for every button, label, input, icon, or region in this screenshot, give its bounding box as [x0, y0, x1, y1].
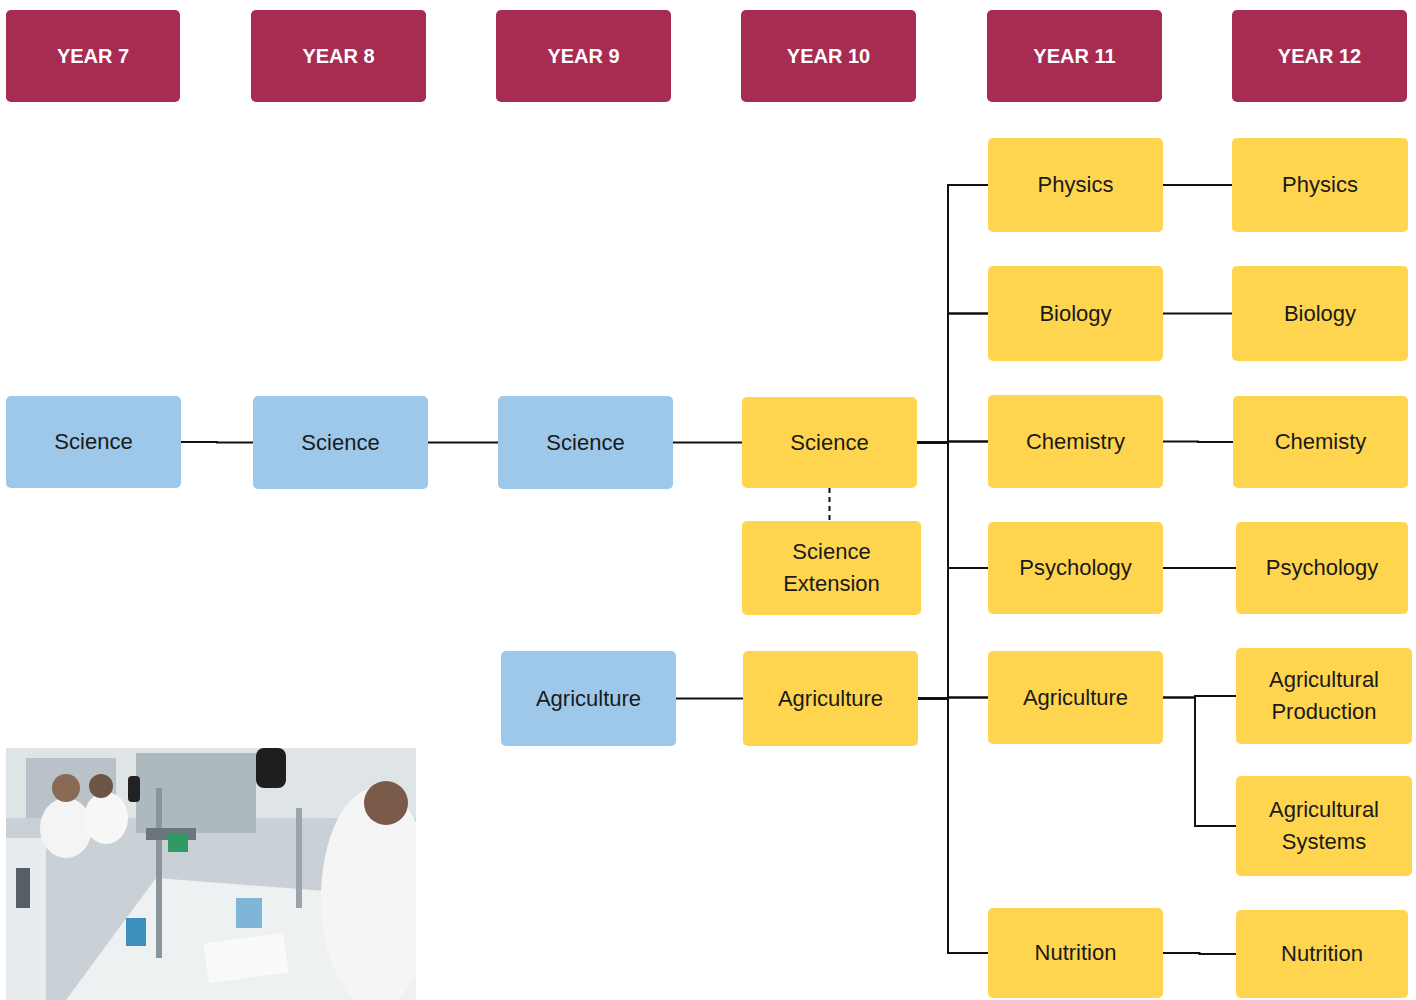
connector-line: [917, 314, 988, 443]
connector-line: [1163, 184, 1232, 186]
course-box: Biology: [1232, 266, 1408, 361]
node-text: Agriculture: [778, 683, 883, 715]
node-text: Science: [790, 427, 868, 459]
photo-person: [84, 792, 128, 844]
course-box: Science: [498, 396, 673, 489]
connector-line: [917, 443, 988, 954]
connector-line: [918, 314, 988, 699]
lab-photo: [6, 748, 416, 1000]
photo-person: [52, 774, 80, 802]
course-box: Agricultural Systems: [1236, 776, 1412, 876]
year-header: YEAR 9: [496, 10, 671, 102]
photo-beaker: [236, 898, 262, 928]
course-box: Psychology: [1236, 522, 1408, 614]
course-box: Chemistry: [988, 395, 1163, 488]
course-box: Nutrition: [1236, 910, 1408, 998]
node-text: Chemistry: [1026, 426, 1125, 458]
course-box: Chemisty: [1233, 396, 1408, 488]
node-text: YEAR 11: [1033, 42, 1115, 71]
connector-line: [1163, 953, 1236, 954]
connector-line: [918, 185, 988, 699]
photo-paper: [204, 933, 289, 984]
connector-line: [918, 442, 988, 699]
node-text: YEAR 10: [787, 42, 870, 71]
node-text: YEAR 8: [302, 42, 374, 71]
connector-line: [1163, 698, 1236, 827]
node-text: Physics: [1282, 169, 1358, 201]
photo-clamp: [168, 834, 188, 852]
connector-line: [676, 698, 743, 700]
year-header: YEAR 12: [1232, 10, 1407, 102]
photo-glove: [128, 776, 140, 802]
connector-line: [918, 699, 988, 954]
year-header: YEAR 10: [741, 10, 916, 102]
connector-line: [673, 442, 742, 444]
photo-pipette: [296, 808, 302, 908]
course-box: Agriculture: [743, 651, 918, 746]
node-text: Physics: [1038, 169, 1114, 201]
node-text: Nutrition: [1035, 937, 1117, 969]
year-header: YEAR 7: [6, 10, 180, 102]
connector-line: [1163, 567, 1236, 569]
connector-line: [918, 568, 988, 699]
course-box: Physics: [988, 138, 1163, 232]
node-text: Agricultural Production: [1244, 664, 1404, 728]
node-text: Psychology: [1266, 552, 1379, 584]
connector-line: [829, 488, 831, 521]
connector-line: [1163, 313, 1232, 315]
node-text: YEAR 12: [1278, 42, 1361, 71]
node-text: Biology: [1284, 298, 1356, 330]
course-box: Agriculture: [988, 651, 1163, 744]
node-text: Science: [301, 427, 379, 459]
photo-beaker: [126, 918, 146, 946]
photo-handle: [16, 868, 30, 908]
connector-line: [181, 441, 253, 444]
connector-line: [1163, 441, 1233, 444]
course-box: Agricultural Production: [1236, 648, 1412, 744]
node-text: Science Extension: [750, 536, 913, 600]
course-box: Biology: [988, 266, 1163, 361]
node-text: Chemisty: [1275, 426, 1367, 458]
connector-line: [428, 442, 498, 444]
course-box: Science: [6, 396, 181, 488]
photo-person: [40, 798, 92, 858]
course-box: Science: [742, 397, 917, 488]
photo-person: [364, 781, 408, 825]
node-text: Science: [54, 426, 132, 458]
course-box: Psychology: [988, 522, 1163, 614]
connector-line: [917, 443, 988, 698]
course-box: Nutrition: [988, 908, 1163, 998]
node-text: YEAR 7: [57, 42, 129, 71]
year-header: YEAR 8: [251, 10, 426, 102]
photo-glove: [256, 748, 286, 788]
photo-stand: [156, 788, 162, 958]
photo-person: [89, 774, 113, 798]
node-text: Agriculture: [536, 683, 641, 715]
year-header: YEAR 11: [987, 10, 1162, 102]
node-text: Agriculture: [1023, 682, 1128, 714]
course-box: Science Extension: [742, 521, 921, 615]
course-box: Science: [253, 396, 428, 489]
node-text: Science: [546, 427, 624, 459]
photo-cabinet: [6, 838, 46, 1000]
node-text: Nutrition: [1281, 938, 1363, 970]
course-box: Physics: [1232, 138, 1408, 232]
node-text: Psychology: [1019, 552, 1132, 584]
node-text: YEAR 9: [547, 42, 619, 71]
photo-window: [136, 753, 256, 833]
photo-person: [321, 788, 416, 1000]
connector-line: [917, 443, 988, 569]
course-box: Agriculture: [501, 651, 676, 746]
node-text: Agricultural Systems: [1244, 794, 1404, 858]
node-text: Biology: [1039, 298, 1111, 330]
